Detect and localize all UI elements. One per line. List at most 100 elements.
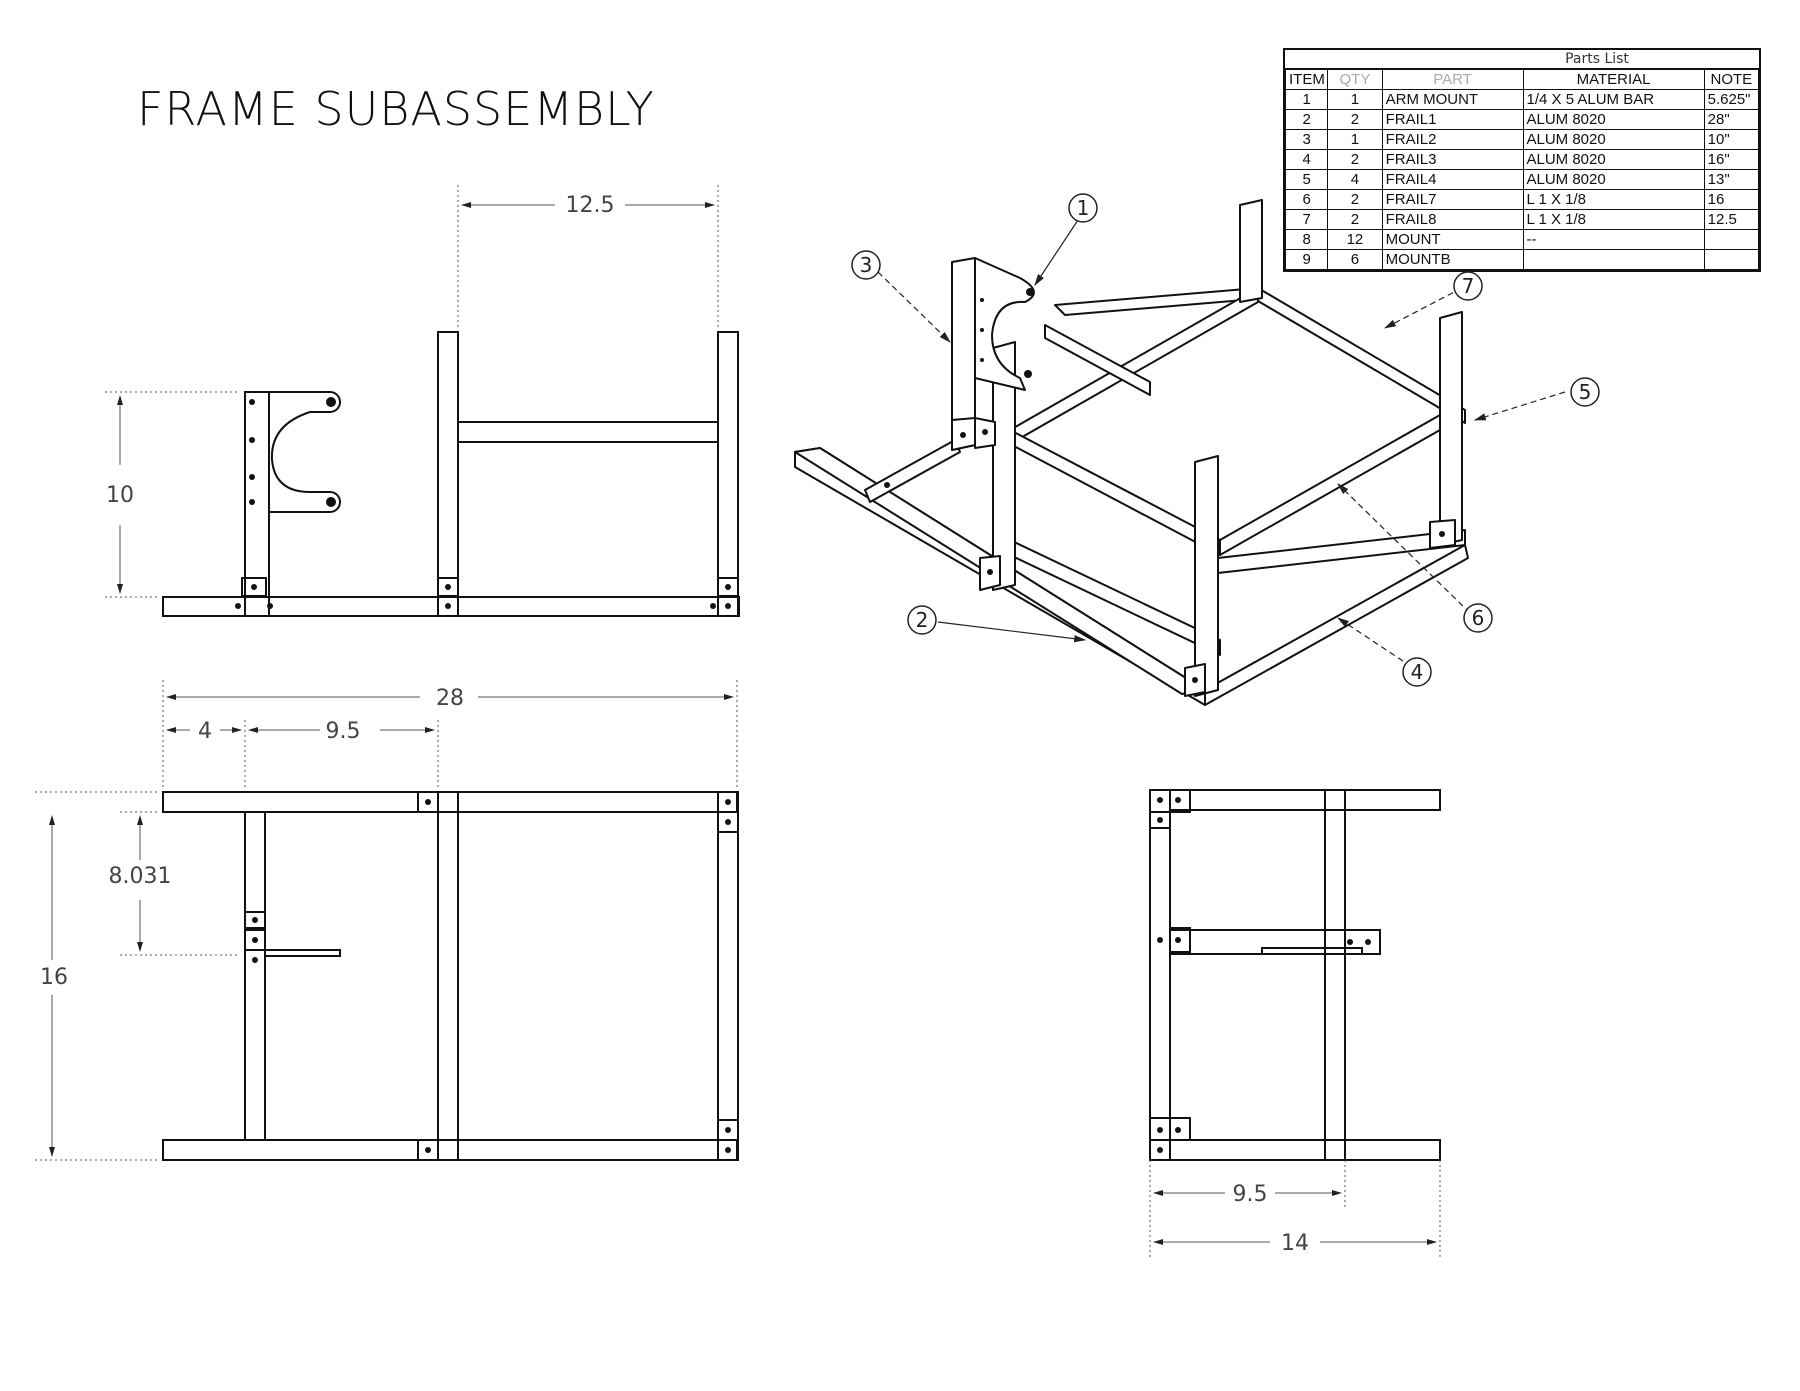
balloon-label: 5: [1579, 380, 1592, 404]
material-cell: ALUM 8020: [1522, 169, 1705, 190]
balloon-2: 2: [907, 605, 937, 635]
balloon-circle: [1570, 377, 1600, 407]
dim-side-span: 9.5: [1233, 1182, 1268, 1207]
drawing-title: FRAME SUBASSEMBLY: [137, 82, 655, 136]
callout-leaders: [877, 219, 1566, 662]
isometric-view: [794, 199, 1469, 706]
front-arm-hole: [326, 397, 336, 407]
front-post-right: [717, 331, 739, 617]
material-cell: L 1 X 1/8: [1522, 209, 1705, 230]
top-mount-brackets: [244, 791, 739, 1161]
qty-cell: 12: [1327, 229, 1383, 250]
dim-top-arm-offset: 8.031: [109, 864, 172, 889]
front-view: [162, 331, 740, 617]
top-view: [162, 791, 739, 1161]
part-cell: FRAIL1: [1381, 109, 1524, 130]
note-cell: 16: [1703, 189, 1760, 210]
balloon-3: 3: [851, 250, 881, 280]
note-cell: 28": [1703, 109, 1760, 130]
balloon-4: 4: [1402, 657, 1432, 687]
balloon-6: 6: [1463, 603, 1493, 633]
iso-post-left: [992, 341, 1016, 591]
front-arm-mount: [268, 391, 341, 513]
balloon-circle: [1463, 603, 1493, 633]
side-post-left: [1149, 789, 1171, 1161]
front-dimensions: [105, 185, 719, 598]
dim-top-span: 9.5: [326, 719, 361, 744]
part-cell: FRAIL8: [1381, 209, 1524, 230]
parts-list-caption: Parts List: [1285, 50, 1759, 69]
top-cross-left: [244, 811, 266, 1141]
balloon-label: 3: [860, 253, 873, 277]
dim-top-overall: 28: [436, 686, 464, 711]
parts-list-header-row: ITEM QTY PART MATERIAL NOTE: [1284, 69, 1760, 90]
dim-front-height: 10: [106, 483, 134, 508]
item-cell: 9: [1284, 249, 1329, 270]
iso-brackets: [951, 417, 1456, 697]
balloon-7: 7: [1453, 271, 1483, 301]
front-mount-brackets: [235, 399, 739, 609]
qty-cell: 6: [1327, 249, 1383, 270]
iso-rail-front: [1219, 414, 1441, 556]
balloon-circle: [1402, 657, 1432, 687]
side-view: [1149, 789, 1441, 1161]
qty-cell: 2: [1327, 149, 1383, 170]
top-rail-upper: [162, 791, 738, 813]
balloon-label: 4: [1411, 660, 1424, 684]
header-note: NOTE: [1703, 69, 1760, 90]
parts-list-table: Parts List ITEM QTY PART MATERIAL NOTE 1…: [1283, 48, 1761, 272]
front-cross-rail: [457, 421, 719, 443]
front-post-left: [437, 331, 459, 617]
iso-rail-mid: [1009, 429, 1221, 556]
header-qty: QTY: [1327, 69, 1383, 90]
balloon-circle: [1453, 271, 1483, 301]
top-dimensions: [35, 680, 738, 1161]
balloon-label: 1: [1077, 196, 1090, 220]
dim-top-depth: 16: [40, 965, 68, 990]
iso-post-front: [1194, 455, 1219, 697]
material-cell: ALUM 8020: [1522, 109, 1705, 130]
balloon-label: 2: [916, 608, 929, 632]
part-cell: FRAIL2: [1381, 129, 1524, 150]
top-arm-bar: [264, 949, 341, 957]
balloon-label: 7: [1462, 274, 1475, 298]
balloon-label: 6: [1472, 606, 1485, 630]
iso-rail-left: [1009, 287, 1259, 445]
dim-top-offset: 4: [198, 719, 212, 744]
iso-rail-back-right: [1257, 287, 1466, 424]
balloon-1: 1: [1068, 193, 1098, 223]
side-arm-bar: [1261, 947, 1363, 955]
side-rail-lower: [1169, 1139, 1441, 1161]
side-dimensions: [1149, 1160, 1441, 1260]
note-cell: 10": [1703, 129, 1760, 150]
balloon-circle: [851, 250, 881, 280]
part-cell: MOUNTB: [1381, 249, 1524, 270]
dim-side-overall: 14: [1281, 1231, 1309, 1256]
iso-front-cross-rail: [864, 439, 961, 503]
iso-arm-mount: [974, 257, 1035, 391]
top-rail-lower: [162, 1139, 738, 1161]
front-base-rail: [162, 596, 740, 617]
iso-post-back: [1239, 199, 1263, 303]
side-rail-upper: [1169, 789, 1441, 811]
iso-post-right: [1439, 311, 1463, 546]
header-item: ITEM: [1284, 69, 1329, 90]
top-cross-mid: [437, 791, 459, 1161]
dim-front-width: 12.5: [566, 193, 615, 218]
side-post-right: [1324, 789, 1346, 1161]
iso-rail-short: [1044, 324, 1151, 396]
part-cell: ARM MOUNT: [1381, 89, 1524, 110]
material-cell: 1/4 X 5 ALUM BAR: [1522, 89, 1705, 110]
balloon-circle: [907, 605, 937, 635]
